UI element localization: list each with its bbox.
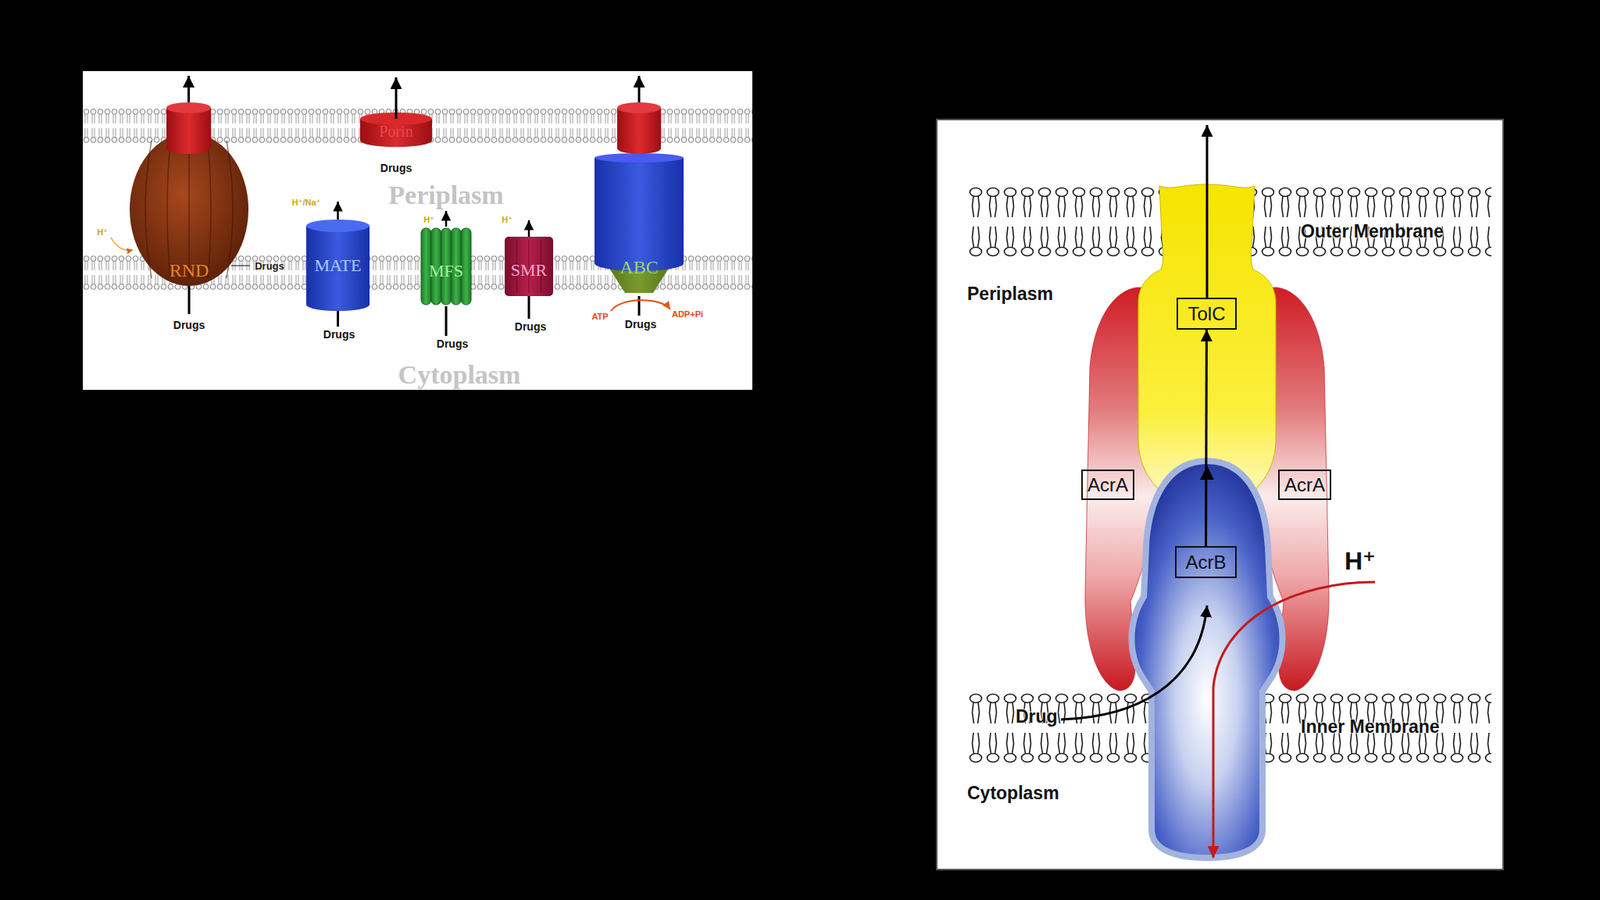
- region-label: Periplasm: [967, 285, 1054, 304]
- body-ridge: [226, 140, 233, 279]
- node-label: MFS: [421, 262, 472, 280]
- node-label: AcrA: [1087, 475, 1129, 495]
- proton-arrow: [1213, 582, 1375, 858]
- energy-label: ADP+Pi: [671, 310, 704, 319]
- mfs-transporter: MFS: [421, 226, 472, 307]
- membrane-label: Outer Membrane: [1300, 222, 1444, 241]
- efflux-arrow: [445, 210, 448, 227]
- efflux-arrow: [528, 220, 531, 237]
- efflux-arrow: [336, 201, 340, 220]
- leader-line: [231, 264, 250, 267]
- node-label: AcrA: [1284, 475, 1325, 495]
- drug-arrow: [1060, 605, 1208, 720]
- region-label: Cytoplasm: [967, 784, 1060, 803]
- membrane-label: Inner Membrane: [1300, 717, 1440, 736]
- efflux-arrow: [1206, 125, 1209, 298]
- drug-label: Drugs: [625, 318, 657, 330]
- energy-label: ATP: [591, 312, 608, 322]
- smr-transporter: SMR: [504, 236, 554, 297]
- drug-entry-line: [336, 310, 340, 327]
- channel-cylinder: [166, 142, 211, 154]
- ion-label: H⁺: [501, 215, 513, 225]
- channel-cylinder: [617, 107, 661, 149]
- node-label: ABC: [594, 257, 684, 277]
- node-label: TolC: [1187, 304, 1225, 324]
- ion-label: H⁺: [423, 215, 435, 225]
- cylinder-body: [594, 157, 684, 264]
- mate-transporter: MATE: [306, 219, 370, 311]
- channel-cylinder: [617, 102, 661, 114]
- node-label: AcrB: [1185, 553, 1226, 572]
- node-label: SMR: [504, 261, 554, 279]
- drug-label: Drugs: [323, 328, 355, 340]
- drug-label: Drugs: [254, 260, 285, 272]
- protein-label-box: AcrB: [1175, 546, 1237, 579]
- node-label: MATE: [306, 257, 370, 275]
- channel-cylinder: [166, 102, 211, 114]
- rnd-transporter: RND: [129, 132, 249, 286]
- body-ridge: [167, 140, 171, 279]
- body-ridge: [145, 140, 152, 279]
- cylinder-top: [594, 153, 684, 163]
- drug-label: Drugs: [514, 321, 547, 333]
- protein-label-box: AcrA: [1081, 469, 1135, 500]
- ion-label: H⁺: [1344, 548, 1376, 574]
- drug-label: Drugs: [380, 162, 412, 174]
- region-label: Cytoplasm: [398, 361, 522, 389]
- abc-transporter: ABC: [594, 153, 684, 297]
- ion-label: H⁺: [96, 228, 108, 237]
- ion-arrow: [110, 237, 133, 250]
- atp-arrow: [610, 300, 671, 311]
- protein-label-box: TolC: [1176, 297, 1237, 330]
- drug-label: Drugs: [436, 338, 468, 350]
- efflux-arrow: [638, 75, 641, 103]
- transporter-body: [504, 236, 554, 297]
- body-ridge: [188, 140, 190, 279]
- efflux-arrow: [187, 75, 190, 103]
- cylinder-top: [306, 219, 370, 233]
- efflux-arrow: [395, 77, 398, 119]
- drug-entry-line: [638, 296, 641, 316]
- porin-channel: Porin: [359, 111, 433, 148]
- transporter-body: [129, 132, 249, 286]
- body-ridge: [207, 140, 211, 279]
- protein-label-box: AcrA: [1278, 469, 1332, 500]
- edge-layer: [1205, 329, 1208, 547]
- acrb-body: [1134, 464, 1279, 855]
- node-label: Porin: [359, 123, 433, 140]
- channel-cylinder: [617, 142, 661, 154]
- drug-entry-line: [445, 306, 448, 336]
- panel-background: [82, 71, 753, 390]
- node-label: RND: [129, 260, 249, 280]
- panel-background: [936, 119, 1504, 870]
- drug-entry-line: [528, 296, 531, 319]
- arrow-head: [1200, 465, 1215, 480]
- region-label: Periplasm: [388, 182, 504, 209]
- ion-label: H⁺/Na⁺: [292, 198, 322, 208]
- cylinder-body: [306, 225, 370, 305]
- drug-label: Drugs: [173, 319, 205, 331]
- substrate-label: Drug: [1015, 707, 1058, 726]
- drug-entry-line: [188, 285, 191, 315]
- acrb-halo: [1134, 464, 1279, 855]
- flow-connector: [1204, 329, 1208, 547]
- channel-cylinder: [166, 107, 211, 149]
